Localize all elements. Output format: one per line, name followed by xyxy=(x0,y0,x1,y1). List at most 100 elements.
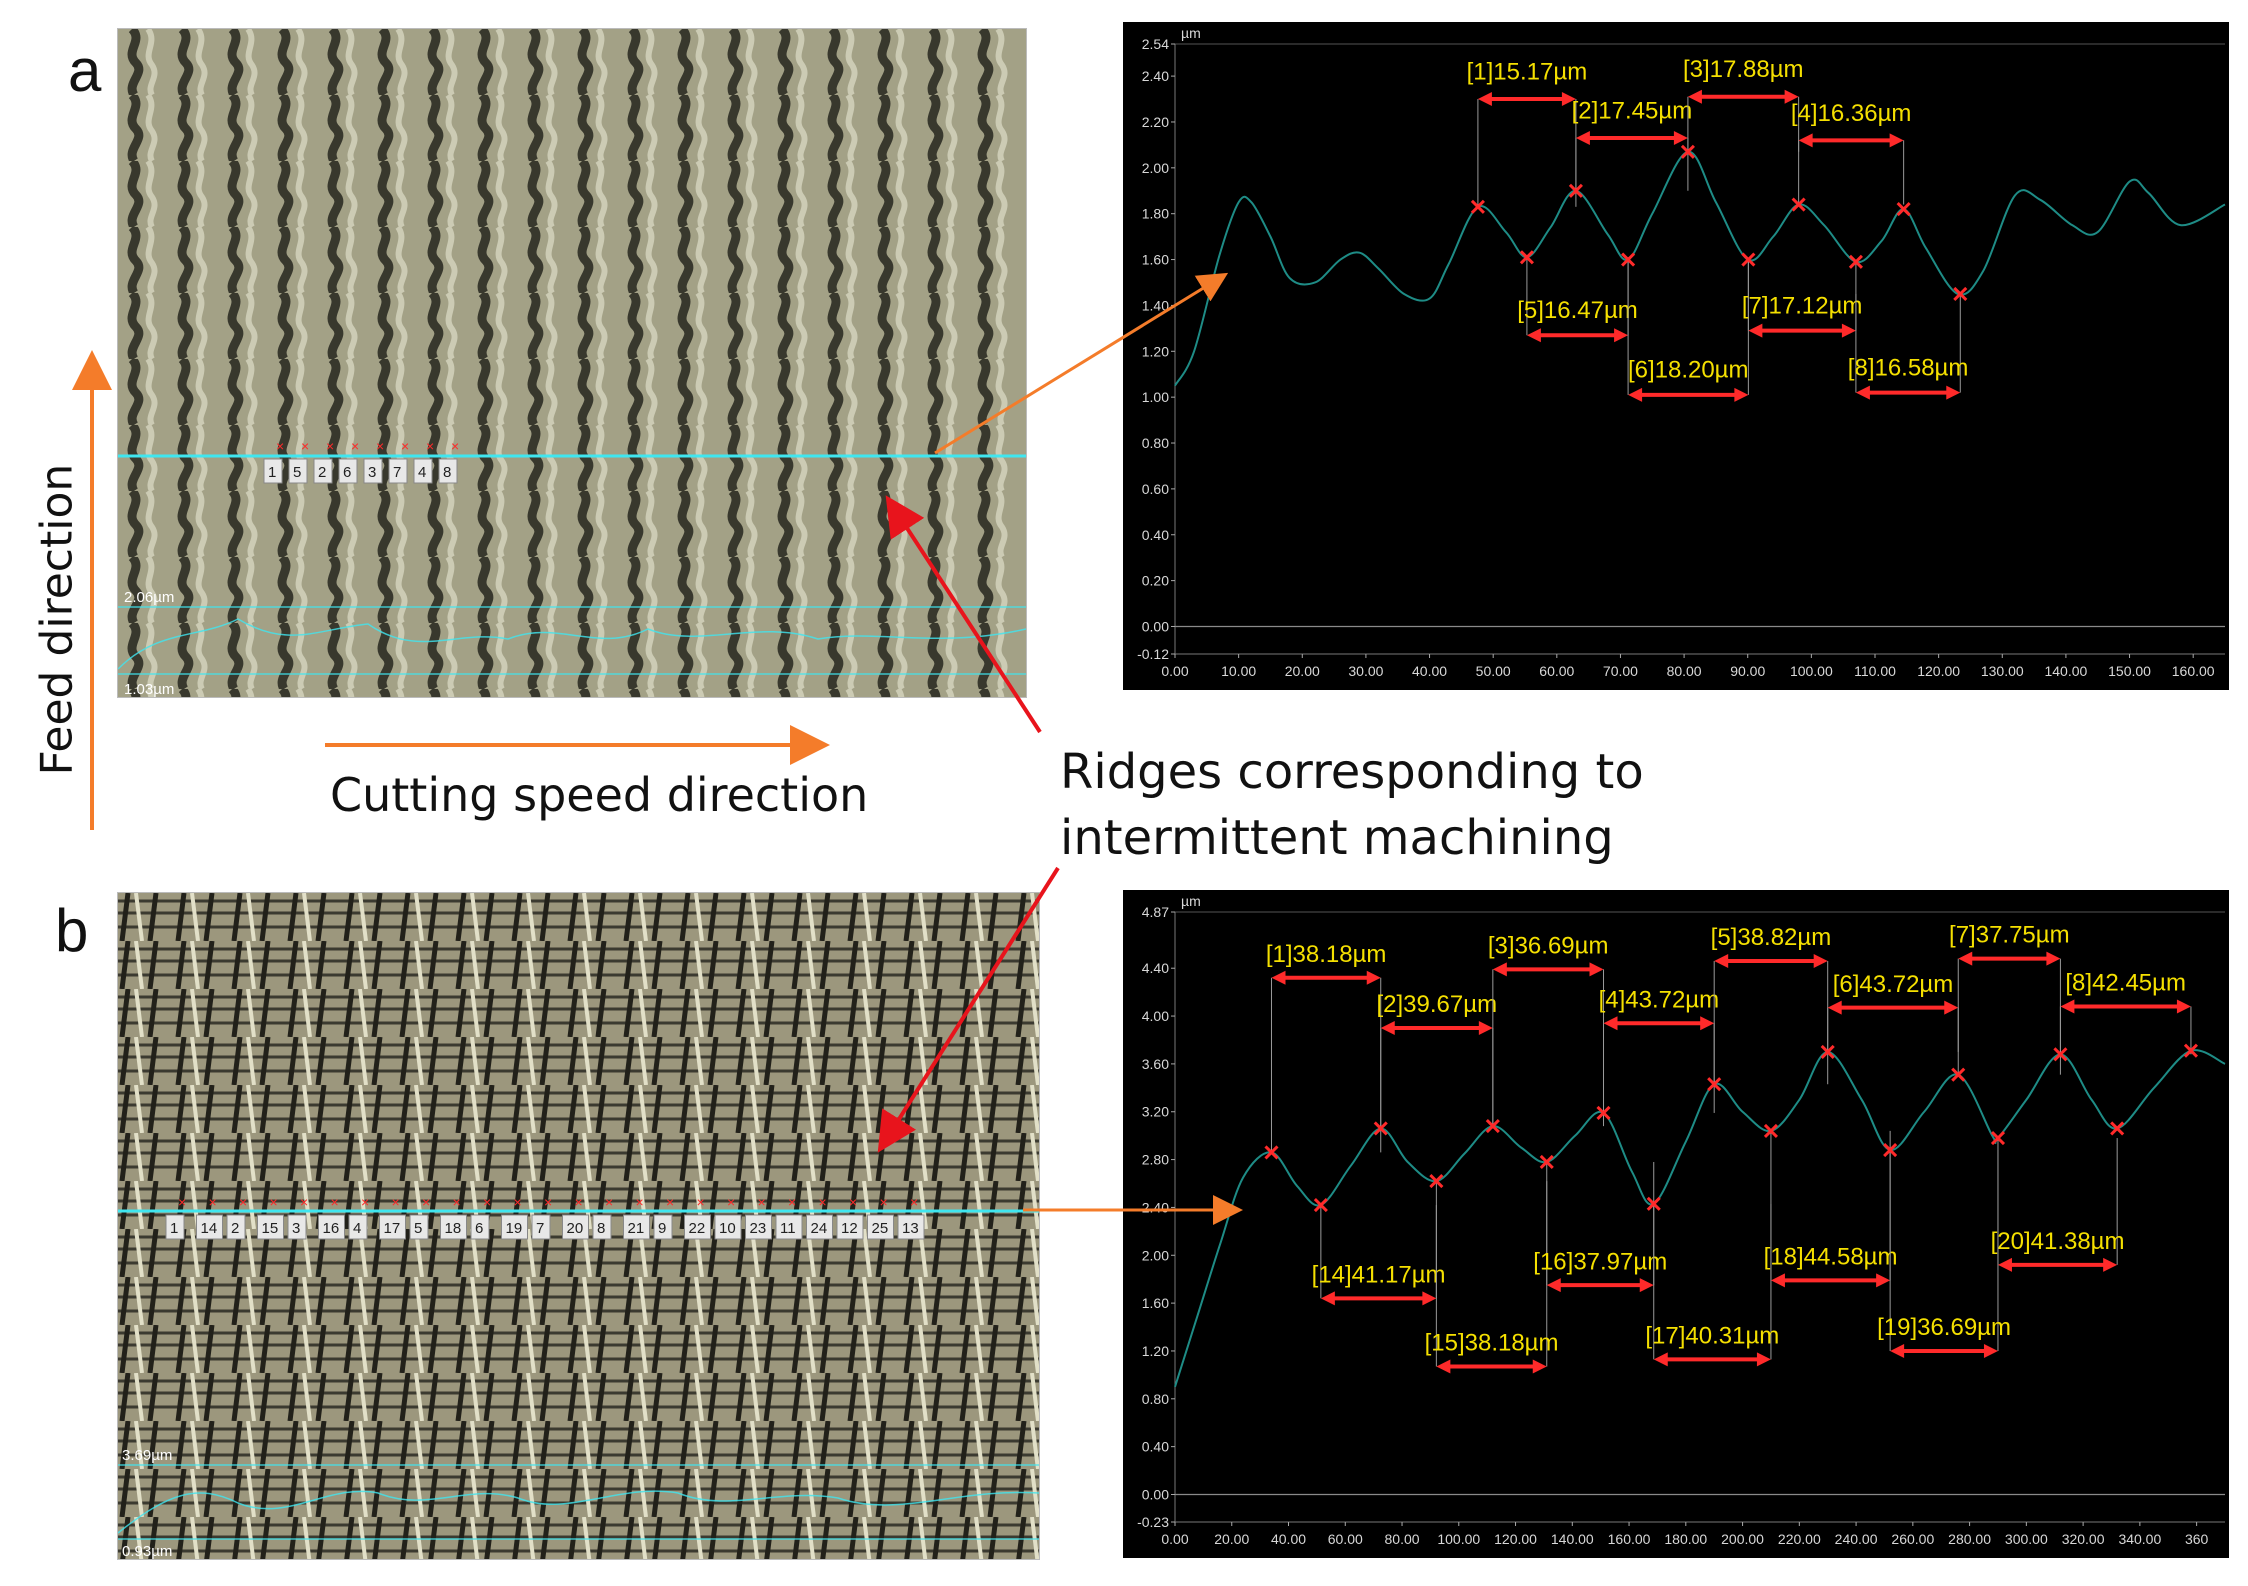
svg-text:3: 3 xyxy=(292,1220,300,1237)
micrograph-b-image: 3.69µm 0.93µm 1×14×2×15×3×16×4×17×5×18×6… xyxy=(118,893,1039,1559)
profile-marker xyxy=(1990,1130,2006,1146)
y-tick-label: 1.00 xyxy=(1142,389,1169,405)
svg-text:17: 17 xyxy=(384,1220,401,1237)
micrograph-a: 2.06µm 1.03µm 1×5×2×6×3×7×4×8× xyxy=(117,28,1027,698)
micro-point-label: 9 xyxy=(653,1214,673,1240)
measure-label: [4]43.72µm xyxy=(1599,986,1720,1013)
measure-label: [17]40.31µm xyxy=(1645,1322,1779,1349)
svg-text:4: 4 xyxy=(353,1220,361,1237)
svg-text:25: 25 xyxy=(872,1220,889,1237)
micro-a-top-label: 2.06µm xyxy=(124,589,174,606)
svg-text:9: 9 xyxy=(658,1220,666,1237)
x-tick-label: 20.00 xyxy=(1214,1531,1249,1547)
profile-marker xyxy=(1883,1142,1898,1158)
micro-point-label: 4 xyxy=(413,458,433,484)
x-tick-label: 360 xyxy=(2185,1531,2209,1547)
x-tick-label: 340.00 xyxy=(2118,1531,2161,1547)
micro-point-marker: × xyxy=(401,438,409,454)
x-tick-label: 220.00 xyxy=(1778,1531,1821,1547)
micro-point-marker: × xyxy=(758,1194,766,1210)
micro-point-label: 16 xyxy=(318,1214,345,1240)
measure-arrowhead xyxy=(1997,1257,2012,1272)
measure-arrowhead xyxy=(1380,1021,1395,1036)
profile-marker xyxy=(1313,1197,1328,1213)
measure-arrowhead xyxy=(1813,954,1828,969)
measure-arrowhead xyxy=(1366,970,1381,985)
measure-arrowhead xyxy=(1492,962,1507,977)
profile-chart-a-svg: µm2.542.402.202.001.801.601.401.201.000.… xyxy=(1137,25,2226,679)
y-tick-label: 2.54 xyxy=(1142,36,1169,52)
x-tick-label: 0.00 xyxy=(1161,1531,1188,1547)
micro-point-marker: × xyxy=(880,1194,888,1210)
x-tick-label: 0.00 xyxy=(1161,663,1188,679)
micro-point-marker: × xyxy=(544,1194,552,1210)
y-tick-label: 2.00 xyxy=(1142,160,1169,176)
y-tick-label: 2.20 xyxy=(1142,114,1169,130)
ridges-label-line1: Ridges corresponding to xyxy=(1060,744,1644,800)
x-tick-label: 50.00 xyxy=(1476,663,1511,679)
measure-label: [2]17.45µm xyxy=(1572,98,1693,125)
micro-point-label: 20 xyxy=(562,1214,589,1240)
measure-arrowhead xyxy=(1628,387,1643,402)
svg-text:8: 8 xyxy=(597,1220,605,1237)
profile-marker xyxy=(1621,252,1636,267)
x-tick-label: 160.00 xyxy=(1608,1531,1651,1547)
micro-point-label: 22 xyxy=(684,1214,711,1240)
micro-point-marker: × xyxy=(270,1194,278,1210)
measure-arrowhead xyxy=(2176,999,2191,1014)
x-tick-label: 140.00 xyxy=(2044,663,2087,679)
micro-point-label: 8 xyxy=(592,1214,612,1240)
y-tick-label: 3.20 xyxy=(1142,1104,1169,1120)
x-tick-label: 120.00 xyxy=(1494,1531,1537,1547)
svg-text:5: 5 xyxy=(414,1220,422,1237)
measure-arrowhead xyxy=(1477,92,1492,107)
micro-point-marker: × xyxy=(483,1194,491,1210)
y-tick-label: 4.87 xyxy=(1142,904,1169,920)
measure-arrowhead xyxy=(1526,328,1541,343)
profile-marker xyxy=(1646,1196,1661,1211)
micro-b-bottom-label: 0.93µm xyxy=(122,1543,172,1559)
profile-marker xyxy=(1951,1067,1966,1082)
y-tick-label: 2.80 xyxy=(1142,1152,1169,1168)
measure-arrowhead xyxy=(1271,970,1286,985)
panel-letter-b: b xyxy=(55,897,89,964)
measure-label: [8]42.45µm xyxy=(2065,970,2186,997)
micro-point-label: 24 xyxy=(806,1214,833,1240)
micro-point-marker: × xyxy=(636,1194,644,1210)
measure-label: [5]16.47µm xyxy=(1517,297,1638,324)
profile-marker xyxy=(1429,1174,1444,1189)
measure-arrowhead xyxy=(1320,1291,1335,1306)
micro-point-label: 2 xyxy=(313,458,333,484)
micro-point-label: 3 xyxy=(287,1214,307,1240)
x-tick-label: 280.00 xyxy=(1948,1531,1991,1547)
profile-marker xyxy=(1820,1044,1835,1060)
measure-label: [3]17.88µm xyxy=(1683,56,1804,83)
svg-text:14: 14 xyxy=(201,1220,218,1237)
y-tick-label: 2.00 xyxy=(1142,1247,1169,1263)
measure-arrowhead xyxy=(1653,1352,1668,1367)
measure-arrowhead xyxy=(1532,1359,1547,1374)
micro-point-marker: × xyxy=(819,1194,827,1210)
micro-b-point-labels: 1×14×2×15×3×16×4×17×5×18×6×19×7×20×8×21×… xyxy=(165,1194,925,1240)
micro-point-label: 15 xyxy=(257,1214,284,1240)
y-tick-label: 0.40 xyxy=(1142,1439,1169,1455)
x-tick-label: 30.00 xyxy=(1348,663,1383,679)
measure-label: [1]38.18µm xyxy=(1266,941,1387,968)
micro-point-marker: × xyxy=(788,1194,796,1210)
micro-point-marker: × xyxy=(666,1194,674,1210)
profile-marker xyxy=(1791,197,1806,212)
profile-marker xyxy=(1470,199,1485,214)
measure-label: [7]37.75µm xyxy=(1949,922,2070,949)
x-tick-label: 200.00 xyxy=(1721,1531,1764,1547)
measure-arrowhead xyxy=(1841,323,1856,338)
measure-label: [19]36.69µm xyxy=(1877,1314,2011,1341)
svg-text:16: 16 xyxy=(323,1220,340,1237)
profile-marker xyxy=(2183,1043,2199,1058)
measure-label: [5]38.82µm xyxy=(1711,924,1832,951)
svg-text:4: 4 xyxy=(418,464,426,481)
measure-label: [6]18.20µm xyxy=(1628,357,1749,384)
unit-label: µm xyxy=(1181,893,1201,909)
micro-point-marker: × xyxy=(697,1194,705,1210)
profile-line xyxy=(1174,150,2226,387)
